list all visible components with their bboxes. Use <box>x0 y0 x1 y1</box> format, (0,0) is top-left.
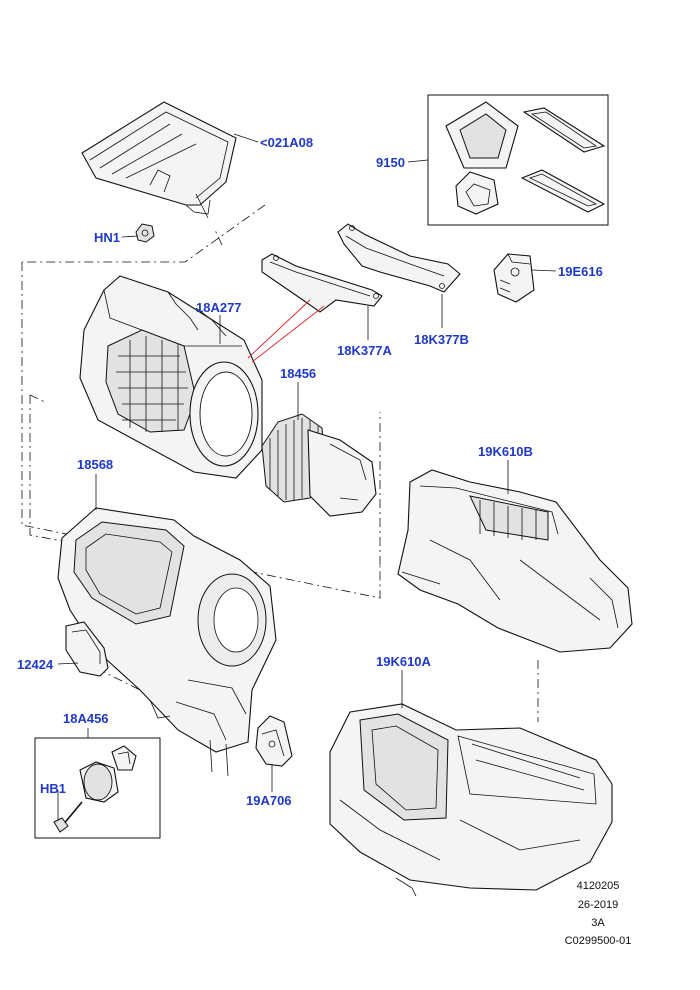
bracket-12424-part[interactable] <box>65 621 109 677</box>
housing-18a277-part[interactable] <box>79 275 263 479</box>
callout-distribution-top[interactable]: 19K610B <box>478 444 533 459</box>
filter-cover-part[interactable] <box>81 101 237 219</box>
footer-line-3: 3A <box>591 917 605 929</box>
footer-line-4: C0299500-01 <box>565 935 632 947</box>
blower-motor-18456-part[interactable] <box>261 413 377 517</box>
footer-line-2: 26-2019 <box>578 899 618 911</box>
seal-gasket-small[interactable] <box>455 171 499 215</box>
distribution-19k610b-part[interactable] <box>397 469 633 653</box>
footer-reference: 4120205 26-2019 3A C0299500-01 <box>565 880 632 947</box>
callout-actuator-top[interactable]: 19E616 <box>558 264 603 279</box>
callout-hn1[interactable]: HN1 <box>94 230 120 245</box>
callout-distribution-bottom[interactable]: 19K610A <box>376 654 432 669</box>
callout-actuator-bottom[interactable]: 19A706 <box>246 793 292 808</box>
hn1-nut-part[interactable] <box>135 223 155 243</box>
seal-strip-top[interactable] <box>522 107 606 153</box>
callout-link-a[interactable]: 18K377A <box>337 343 393 358</box>
footer-line-1: 4120205 <box>577 880 620 892</box>
callout-seal-kit[interactable]: 9150 <box>376 155 405 170</box>
callout-labels: <021A08 HN1 9150 19E616 18A277 18K377A 1… <box>17 135 603 808</box>
leader-lines <box>57 133 557 820</box>
callout-filter-cover[interactable]: <021A08 <box>260 135 313 150</box>
callout-housing-upper[interactable]: 18A277 <box>196 300 242 315</box>
seal-frame-large[interactable] <box>445 101 519 169</box>
callout-isolator-kit[interactable]: 18A456 <box>63 711 109 726</box>
actuator-19e616-part[interactable] <box>493 253 535 303</box>
callout-hb1[interactable]: HB1 <box>40 781 66 796</box>
seal-kit-box <box>427 94 609 226</box>
hb1-bolt-part[interactable] <box>53 801 83 833</box>
seal-strip-bottom[interactable] <box>520 169 606 213</box>
callout-link-b[interactable]: 18K377B <box>414 332 469 347</box>
actuator-19a706-part[interactable] <box>255 715 293 767</box>
callout-blower-motor[interactable]: 18456 <box>280 366 316 381</box>
link-18k377a-part[interactable] <box>261 253 383 313</box>
callout-housing-lower[interactable]: 18568 <box>77 457 113 472</box>
link-18k377b-part[interactable] <box>337 223 461 293</box>
callout-bracket[interactable]: 12424 <box>17 657 54 672</box>
isolator-mount-part[interactable] <box>79 761 119 803</box>
isolator-kit-box <box>34 737 161 839</box>
isolator-clip-part[interactable] <box>111 745 137 771</box>
red-leaders <box>247 299 325 363</box>
distribution-19k610a-part[interactable] <box>329 703 613 897</box>
